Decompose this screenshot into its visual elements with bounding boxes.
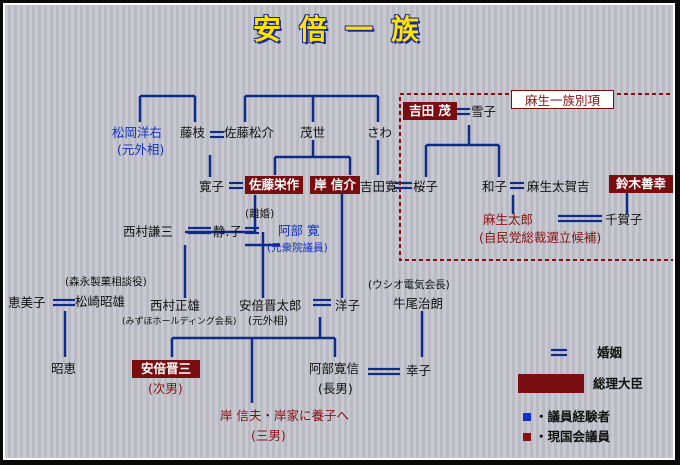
person-yoshida-shigeru: 吉田 茂 xyxy=(403,102,457,120)
person-sachiko: 幸子 xyxy=(406,363,432,378)
person-fujieda: 藤枝 xyxy=(180,125,206,140)
person-chikako: 千賀子 xyxy=(605,212,643,227)
person-suzuki-zenko: 鈴木善幸 xyxy=(609,175,673,193)
person-akie: 昭恵 xyxy=(51,361,77,376)
person-nishimura-masao: 西村正雄 xyxy=(150,298,201,313)
aso-section-label: 麻生一族別項 xyxy=(511,90,614,109)
person-shinzo-note: (次男) xyxy=(148,381,183,396)
person-sato-eisaku: 佐藤栄作 xyxy=(245,176,303,194)
person-nobuo-note: (三男) xyxy=(251,428,286,443)
person-yoshida-kan: 吉田寛 xyxy=(360,179,398,194)
person-abe-kan-note: (元衆院議員) xyxy=(267,242,328,254)
note-ushio: (ウシオ電気会長) xyxy=(368,279,450,291)
person-sakurako: 桜子 xyxy=(413,179,439,194)
person-sato-matsusuke: 佐藤松介 xyxy=(224,125,275,140)
note-rikon: (離婚) xyxy=(245,208,275,220)
person-aso-taro: 麻生太郎 xyxy=(483,212,534,227)
legend-former-member-label: ・議員経験者 xyxy=(535,409,611,424)
person-nishimura-kenzo: 西村謙三 xyxy=(123,224,174,239)
person-sawa: さわ xyxy=(367,125,393,140)
person-abe-shintaro-note: (元外相) xyxy=(248,315,288,327)
person-kishi-nobuo: 岸 信夫・岸家に養子へ xyxy=(220,408,349,423)
person-hironobu-note: (長男) xyxy=(318,381,353,396)
person-kazuko: 和子 xyxy=(482,179,508,194)
person-abe-shinzo: 安倍晋三 xyxy=(132,360,200,378)
person-abe-shintaro: 安倍晋太郎 xyxy=(239,298,302,313)
person-ushio: 牛尾治朗 xyxy=(393,296,444,311)
person-shizuko: 静.子 xyxy=(213,224,242,239)
person-kishi: 岸 信介 xyxy=(310,176,360,194)
person-mose: 茂世 xyxy=(300,125,326,140)
tree-lines xyxy=(53,93,673,441)
legend-current-member-label: ・現国会議員 xyxy=(535,429,611,444)
person-yukiko: 雪子 xyxy=(471,104,497,119)
person-matsuoka-note: (元外相) xyxy=(117,142,165,157)
page-title: 安倍一族 xyxy=(252,13,437,46)
family-tree-panel: 安倍一族 麻生一族別項 松岡洋右 (元外相) 藤枝 佐藤松介 茂世 さわ 寛子 … xyxy=(3,3,675,460)
person-aso-taro-note: (自民党総裁選立候補) xyxy=(479,230,602,245)
person-matsuzaki: 松崎昭雄 xyxy=(75,294,126,309)
person-abe-kan: 阿部 寛 xyxy=(278,223,320,238)
person-hiroko: 寛子 xyxy=(199,179,225,194)
person-aso-takakichi: 麻生太賀吉 xyxy=(527,179,590,194)
person-emiko: 恵美子 xyxy=(8,295,46,310)
note-morinaga: (森永製菓相談役) xyxy=(65,276,147,288)
person-abe-hironobu: 阿部寛信 xyxy=(309,361,360,376)
legend-pm-label: 総理大臣 xyxy=(593,376,644,391)
legend-marriage-label: 婚姻 xyxy=(597,345,623,360)
person-matsuoka: 松岡洋右 xyxy=(112,125,163,140)
person-yoko: 洋子 xyxy=(335,298,361,313)
note-mizuho: (みずほホールディング会長) xyxy=(122,317,237,327)
